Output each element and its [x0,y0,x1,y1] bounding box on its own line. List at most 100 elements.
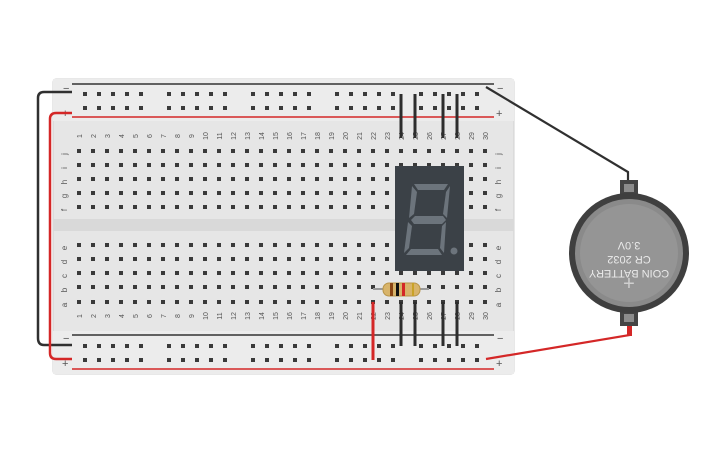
hole-top-h-1[interactable] [77,177,81,181]
hole-top-g-19[interactable] [329,191,333,195]
hole-top-j-25[interactable] [413,149,417,153]
hole-top-rail-plus-12[interactable] [265,106,269,110]
hole-bottom-c-14[interactable] [259,271,263,275]
hole-top-h-15[interactable] [273,177,277,181]
hole-bottom-rail-minus-9[interactable] [209,344,213,348]
hole-bottom-rail-plus-20[interactable] [391,358,395,362]
hole-top-rail-minus-16[interactable] [335,92,339,96]
hole-top-h-10[interactable] [203,177,207,181]
hole-bottom-rail-minus-16[interactable] [335,344,339,348]
hole-bottom-e-12[interactable] [231,243,235,247]
hole-top-i-28[interactable] [455,163,459,167]
hole-top-h-20[interactable] [343,177,347,181]
hole-bottom-c-5[interactable] [133,271,137,275]
hole-bottom-c-30[interactable] [483,271,487,275]
hole-bottom-e-15[interactable] [273,243,277,247]
hole-top-rail-minus-25[interactable] [475,92,479,96]
hole-top-g-21[interactable] [357,191,361,195]
hole-bottom-c-11[interactable] [217,271,221,275]
hole-top-rail-plus-18[interactable] [363,106,367,110]
hole-bottom-rail-minus-15[interactable] [307,344,311,348]
hole-bottom-d-20[interactable] [343,257,347,261]
hole-top-f-15[interactable] [273,205,277,209]
hole-bottom-c-21[interactable] [357,271,361,275]
hole-bottom-a-14[interactable] [259,300,263,304]
hole-top-j-23[interactable] [385,149,389,153]
hole-top-f-21[interactable] [357,205,361,209]
hole-bottom-b-19[interactable] [329,285,333,289]
hole-top-rail-plus-17[interactable] [349,106,353,110]
hole-bottom-b-20[interactable] [343,285,347,289]
hole-top-g-18[interactable] [315,191,319,195]
hole-bottom-rail-minus-23[interactable] [447,344,451,348]
hole-top-h-3[interactable] [105,177,109,181]
hole-top-rail-plus-21[interactable] [419,106,423,110]
hole-top-rail-plus-19[interactable] [377,106,381,110]
hole-top-j-12[interactable] [231,149,235,153]
hole-top-j-7[interactable] [161,149,165,153]
hole-bottom-e-20[interactable] [343,243,347,247]
hole-bottom-d-11[interactable] [217,257,221,261]
hole-top-i-4[interactable] [119,163,123,167]
hole-top-j-30[interactable] [483,149,487,153]
hole-top-rail-plus-8[interactable] [195,106,199,110]
hole-top-rail-minus-5[interactable] [139,92,143,96]
hole-top-j-8[interactable] [175,149,179,153]
hole-bottom-e-7[interactable] [161,243,165,247]
black-wire-battery[interactable] [485,86,630,183]
hole-bottom-rail-plus-11[interactable] [251,358,255,362]
hole-top-f-6[interactable] [147,205,151,209]
hole-bottom-d-4[interactable] [119,257,123,261]
hole-top-rail-plus-3[interactable] [111,106,115,110]
hole-top-rail-plus-14[interactable] [293,106,297,110]
hole-bottom-e-8[interactable] [175,243,179,247]
hole-bottom-d-17[interactable] [301,257,305,261]
hole-top-rail-minus-8[interactable] [195,92,199,96]
hole-bottom-d-15[interactable] [273,257,277,261]
hole-bottom-c-4[interactable] [119,271,123,275]
hole-top-j-14[interactable] [259,149,263,153]
hole-top-f-19[interactable] [329,205,333,209]
hole-top-rail-minus-14[interactable] [293,92,297,96]
hole-bottom-e-1[interactable] [77,243,81,247]
hole-top-g-12[interactable] [231,191,235,195]
hole-bottom-b-26[interactable] [427,285,431,289]
hole-bottom-e-10[interactable] [203,243,207,247]
hole-top-f-12[interactable] [231,205,235,209]
hole-bottom-rail-minus-8[interactable] [195,344,199,348]
hole-bottom-a-4[interactable] [119,300,123,304]
hole-top-j-21[interactable] [357,149,361,153]
hole-bottom-c-2[interactable] [91,271,95,275]
hole-bottom-d-22[interactable] [371,257,375,261]
hole-bottom-c-27[interactable] [441,271,445,275]
hole-top-j-1[interactable] [77,149,81,153]
hole-bottom-b-1[interactable] [77,285,81,289]
hole-bottom-rail-minus-6[interactable] [167,344,171,348]
hole-bottom-rail-plus-14[interactable] [293,358,297,362]
hole-top-rail-plus-15[interactable] [307,106,311,110]
hole-bottom-a-12[interactable] [231,300,235,304]
hole-bottom-e-14[interactable] [259,243,263,247]
hole-bottom-b-27[interactable] [441,285,445,289]
hole-bottom-b-14[interactable] [259,285,263,289]
hole-top-f-22[interactable] [371,205,375,209]
hole-bottom-a-3[interactable] [105,300,109,304]
hole-top-j-6[interactable] [147,149,151,153]
hole-bottom-rail-minus-10[interactable] [223,344,227,348]
hole-bottom-rail-plus-19[interactable] [377,358,381,362]
bottom-jumpers[interactable] [399,302,459,346]
hole-bottom-d-2[interactable] [91,257,95,261]
hole-bottom-a-23[interactable] [385,300,389,304]
hole-top-h-8[interactable] [175,177,179,181]
hole-bottom-d-19[interactable] [329,257,333,261]
hole-top-i-15[interactable] [273,163,277,167]
hole-bottom-rail-minus-24[interactable] [461,344,465,348]
hole-top-j-17[interactable] [301,149,305,153]
hole-bottom-b-6[interactable] [147,285,151,289]
hole-top-j-28[interactable] [455,149,459,153]
hole-top-i-18[interactable] [315,163,319,167]
hole-bottom-rail-plus-3[interactable] [111,358,115,362]
hole-top-j-10[interactable] [203,149,207,153]
hole-top-rail-minus-6[interactable] [167,92,171,96]
hole-top-f-17[interactable] [301,205,305,209]
